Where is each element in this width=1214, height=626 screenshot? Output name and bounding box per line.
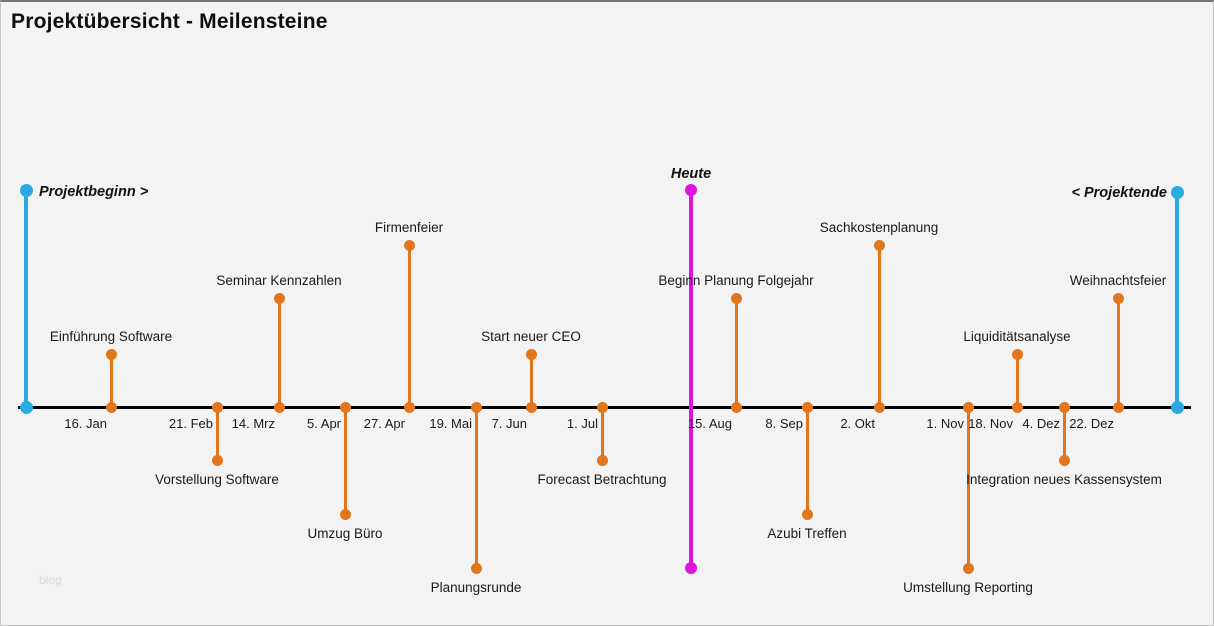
today-line (689, 190, 693, 568)
milestone-stem (805, 408, 809, 515)
milestone-marker-dot (1011, 348, 1023, 360)
milestone-label: Forecast Betrachtung (537, 472, 667, 487)
milestone-marker-dot (873, 239, 885, 251)
milestone-marker-dot (470, 562, 482, 574)
milestone-stem (215, 408, 219, 461)
milestone-axis-dot (339, 401, 351, 413)
milestone-marker-dot (1112, 292, 1124, 304)
project-begin-top-dot (19, 183, 33, 197)
milestone-marker-dot (962, 562, 974, 574)
milestone-label: Weihnachtsfeier (1069, 273, 1167, 288)
today-bottom-dot (685, 562, 697, 574)
watermark: blog (39, 573, 62, 587)
milestone-date-label: 27. Apr (363, 416, 405, 431)
milestone-label: Integration neues Kassensystem (966, 472, 1162, 487)
project-end-axis-dot (1170, 400, 1184, 414)
project-end-top-dot (1170, 185, 1184, 199)
milestone-stem (407, 245, 411, 407)
milestone-date-label: 22. Dez (1069, 416, 1114, 431)
project-begin-line (24, 190, 28, 409)
milestone-stem (1015, 354, 1019, 407)
milestone-stem (474, 408, 478, 569)
milestone-marker-dot (273, 292, 285, 304)
milestone-axis-dot (105, 401, 117, 413)
milestone-axis-dot (873, 401, 885, 413)
milestone-axis-dot (403, 401, 415, 413)
milestone-axis-dot (1011, 401, 1023, 413)
milestone-date-label: 14. Mrz (231, 416, 275, 431)
milestone-marker-dot (339, 508, 351, 520)
milestone-date-label: 18. Nov (968, 416, 1013, 431)
milestone-label: Umstellung Reporting (903, 580, 1033, 595)
milestone-marker-dot (730, 292, 742, 304)
milestone-label: Start neuer CEO (481, 329, 581, 344)
milestone-axis-dot (211, 401, 223, 413)
milestone-label: Firmenfeier (374, 220, 444, 235)
milestone-date-label: 16. Jan (64, 416, 107, 431)
milestone-axis-dot (525, 401, 537, 413)
milestone-axis-dot (596, 401, 608, 413)
milestone-label: Planungsrunde (430, 580, 522, 595)
milestone-date-label: 21. Feb (168, 416, 213, 431)
milestone-date-label: 8. Sep (765, 416, 803, 431)
milestone-axis-dot (470, 401, 482, 413)
milestone-marker-dot (596, 454, 608, 466)
milestone-marker-dot (211, 454, 223, 466)
milestone-date-label: 15. Aug (687, 416, 732, 431)
milestone-date-label: 4. Dez (1022, 416, 1060, 431)
milestone-label: Vorstellung Software (155, 472, 279, 487)
milestone-marker-dot (801, 508, 813, 520)
milestone-stem (1116, 298, 1120, 407)
milestone-axis-dot (730, 401, 742, 413)
project-begin-axis-dot (19, 400, 33, 414)
milestone-stem (529, 354, 533, 407)
milestone-marker-dot (403, 239, 415, 251)
today-top-dot (685, 184, 697, 196)
milestone-label: Sachkostenplanung (819, 220, 939, 235)
project-end-line (1175, 192, 1179, 409)
milestone-label: Liquiditätsanalyse (963, 329, 1071, 344)
chart-title: Projektübersicht - Meilensteine (11, 10, 328, 33)
project-begin-label: Projektbeginn > (39, 184, 149, 200)
project-end-label: < Projektende (1071, 185, 1168, 201)
milestone-date-label: 1. Nov (926, 416, 964, 431)
milestone-label: Seminar Kennzahlen (216, 273, 342, 288)
milestone-stem (277, 298, 281, 407)
milestone-date-label: 5. Apr (307, 416, 341, 431)
milestone-stem (966, 408, 970, 569)
milestone-date-label: 2. Okt (840, 416, 875, 431)
milestone-marker-dot (1058, 454, 1070, 466)
milestone-axis-dot (1112, 401, 1124, 413)
milestone-date-label: 1. Jul (566, 416, 598, 431)
milestone-label: Einführung Software (49, 329, 173, 344)
milestone-axis-dot (1058, 401, 1070, 413)
milestone-axis-dot (801, 401, 813, 413)
milestone-label: Umzug Büro (307, 526, 383, 541)
milestone-stem (343, 408, 347, 515)
milestone-axis-dot (273, 401, 285, 413)
milestone-stem (109, 354, 113, 407)
milestone-date-label: 19. Mai (429, 416, 472, 431)
today-label: Heute (670, 166, 712, 182)
milestone-stem (734, 298, 738, 407)
milestone-axis-dot (962, 401, 974, 413)
milestone-date-label: 7. Jun (491, 416, 527, 431)
milestone-stem (1062, 408, 1066, 461)
milestone-label: Azubi Treffen (767, 526, 847, 541)
milestone-marker-dot (105, 348, 117, 360)
milestone-stem (600, 408, 604, 461)
milestone-label: Beginn Planung Folgejahr (658, 273, 814, 288)
milestone-marker-dot (525, 348, 537, 360)
milestone-stem (877, 245, 881, 407)
